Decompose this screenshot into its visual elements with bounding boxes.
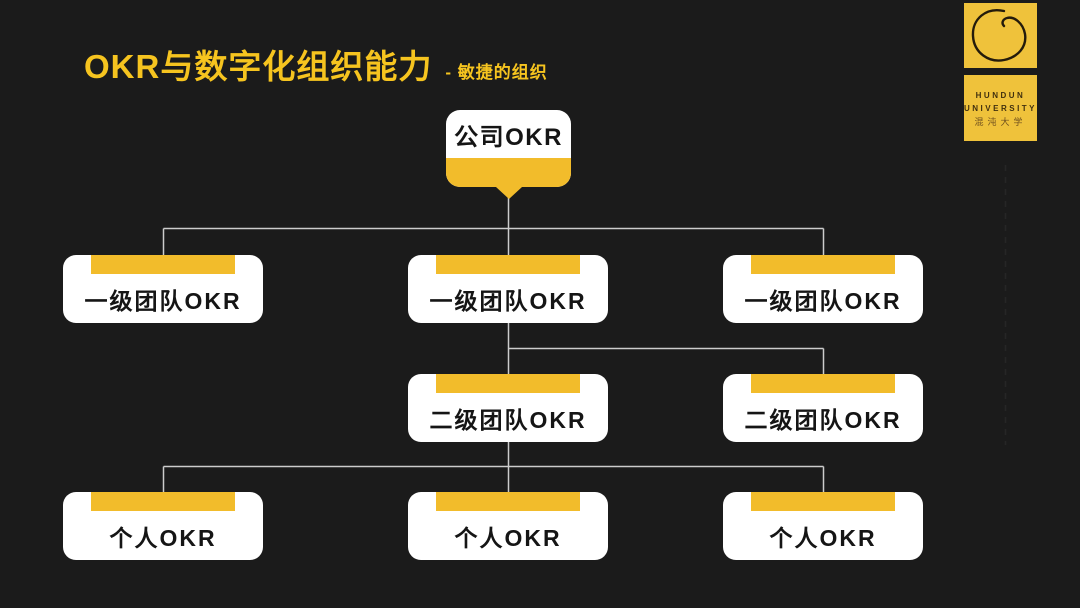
org-node-label: 一级团队OKR: [84, 287, 242, 314]
org-node-accent-bar: [751, 374, 895, 393]
enso-circle-icon: [964, 3, 1037, 68]
org-node-accent-bar: [436, 255, 580, 274]
logo-line1: HUNDUN: [975, 91, 1026, 100]
org-node-team1-okr-center: 一级团队OKR: [408, 255, 608, 323]
org-node-accent-bar: [751, 255, 895, 274]
org-node-label: 一级团队OKR: [429, 287, 587, 314]
title-row: OKR与数字化组织能力 - 敏捷的组织: [84, 40, 548, 88]
org-node-team1-okr-right: 一级团队OKR: [723, 255, 923, 323]
org-node-label: 个人OKR: [454, 524, 562, 551]
org-node-label: 一级团队OKR: [744, 287, 902, 314]
org-node-team1-okr-left: 一级团队OKR: [63, 255, 263, 323]
org-node-personal-okr-left: 个人OKR: [63, 492, 263, 560]
org-node-personal-okr-center: 个人OKR: [408, 492, 608, 560]
org-node-label: 二级团队OKR: [744, 406, 902, 433]
slide-title: OKR与数字化组织能力: [84, 48, 433, 85]
slide-subtitle: - 敏捷的组织: [445, 63, 548, 82]
logo-line2: UNIVERSITY: [964, 104, 1038, 113]
org-node-company-okr: 公司OKR: [446, 110, 571, 199]
logo-line3: 混沌大学: [974, 117, 1027, 127]
logo-wordmark: HUNDUN UNIVERSITY 混沌大学: [964, 75, 1037, 141]
hundun-logo: HUNDUN UNIVERSITY 混沌大学: [964, 3, 1037, 141]
org-node-accent-bar: [436, 374, 580, 393]
org-node-team2-okr-right: 二级团队OKR: [723, 374, 923, 442]
org-node-team2-okr-center: 二级团队OKR: [408, 374, 608, 442]
org-node-label: 二级团队OKR: [429, 406, 587, 433]
org-node-accent-footer: [446, 158, 571, 187]
org-node-accent-bar: [91, 255, 235, 274]
org-node-label: 个人OKR: [109, 524, 217, 551]
org-node-accent-bar: [91, 492, 235, 511]
org-node-accent-bar: [436, 492, 580, 511]
speech-tail: [495, 187, 522, 199]
org-node-personal-okr-right: 个人OKR: [723, 492, 923, 560]
org-node-label: 个人OKR: [769, 524, 877, 551]
org-node-label: 公司OKR: [454, 123, 563, 151]
org-node-accent-bar: [751, 492, 895, 511]
